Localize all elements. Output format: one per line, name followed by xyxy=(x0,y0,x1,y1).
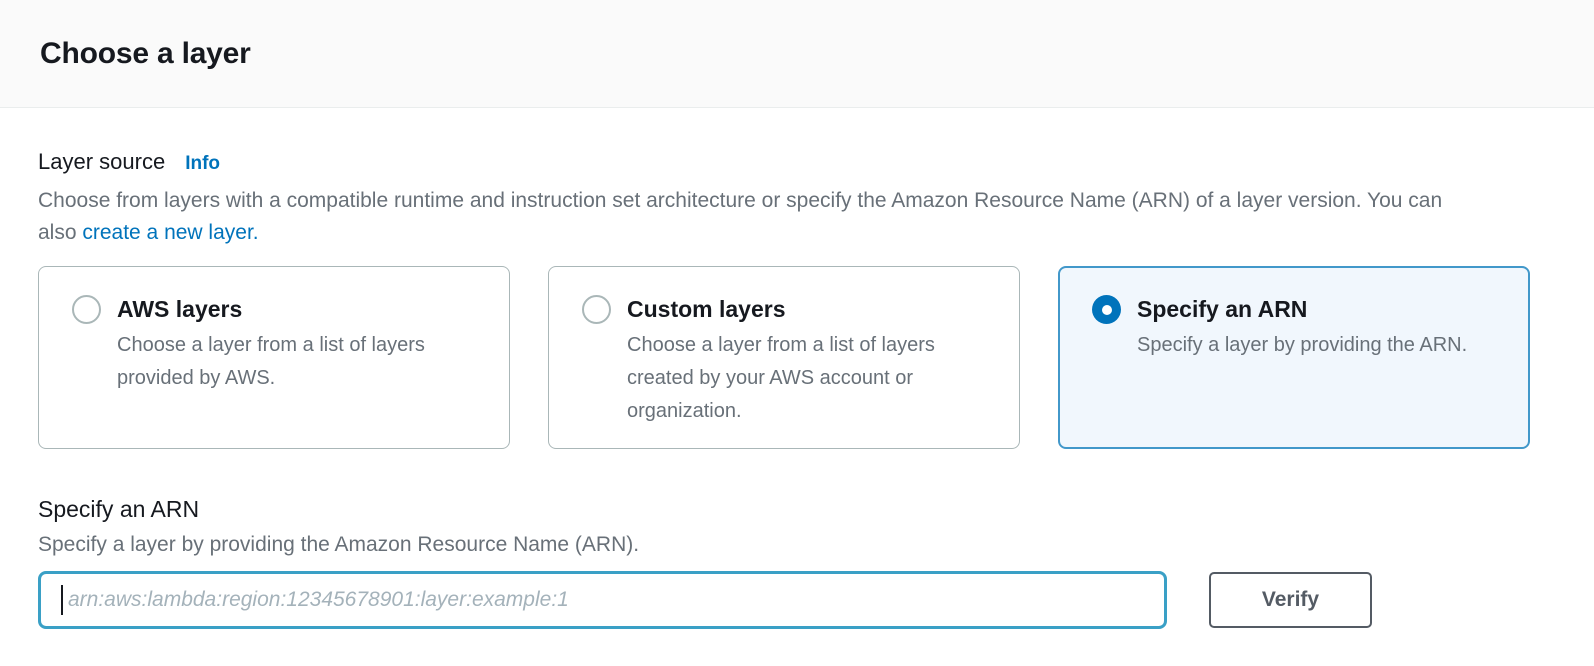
card-aws-layers-text: AWS layers Choose a layer from a list of… xyxy=(117,292,467,428)
text-caret xyxy=(61,585,63,615)
card-custom-layers-text: Custom layers Choose a layer from a list… xyxy=(627,292,977,428)
radio-unselected-icon[interactable] xyxy=(72,295,101,324)
card-specify-arn-text: Specify an ARN Specify a layer by provid… xyxy=(1137,292,1467,428)
layer-source-label-row: Layer source Info xyxy=(38,149,1532,175)
layer-source-options: AWS layers Choose a layer from a list of… xyxy=(38,266,1532,449)
specify-arn-description: Specify a layer by providing the Amazon … xyxy=(38,533,640,556)
layer-form: Layer source Info Choose from layers wit… xyxy=(0,108,1594,629)
card-description: Choose a layer from a list of layers pro… xyxy=(117,334,425,389)
specify-arn-section: Specify an ARN Specify a layer by provid… xyxy=(38,496,1532,629)
panel-header: Choose a layer xyxy=(0,0,1594,108)
arn-input[interactable] xyxy=(38,571,1167,629)
layer-source-label: Layer source xyxy=(38,149,166,174)
card-description: Specify a layer by providing the ARN. xyxy=(1137,334,1468,356)
page-title: Choose a layer xyxy=(40,36,251,70)
card-title: Specify an ARN xyxy=(1137,296,1308,322)
radio-selected-icon[interactable] xyxy=(1092,295,1121,324)
card-title: Custom layers xyxy=(627,296,786,322)
info-link[interactable]: Info xyxy=(185,153,221,174)
layer-source-description: Choose from layers with a compatible run… xyxy=(38,185,1468,249)
radio-unselected-icon[interactable] xyxy=(582,295,611,324)
arn-input-row: Verify xyxy=(38,571,1532,629)
layer-source-description-text: Choose from layers with a compatible run… xyxy=(38,189,1443,244)
specify-arn-title: Specify an ARN xyxy=(38,496,200,522)
arn-input-wrapper xyxy=(38,571,1167,629)
card-title: AWS layers xyxy=(117,296,243,322)
card-specify-arn[interactable]: Specify an ARN Specify a layer by provid… xyxy=(1058,266,1530,449)
card-aws-layers[interactable]: AWS layers Choose a layer from a list of… xyxy=(38,266,510,449)
card-description: Choose a layer from a list of layers cre… xyxy=(627,334,935,422)
create-new-layer-link[interactable]: create a new layer. xyxy=(82,221,259,244)
card-custom-layers[interactable]: Custom layers Choose a layer from a list… xyxy=(548,266,1020,449)
verify-button[interactable]: Verify xyxy=(1209,572,1372,628)
